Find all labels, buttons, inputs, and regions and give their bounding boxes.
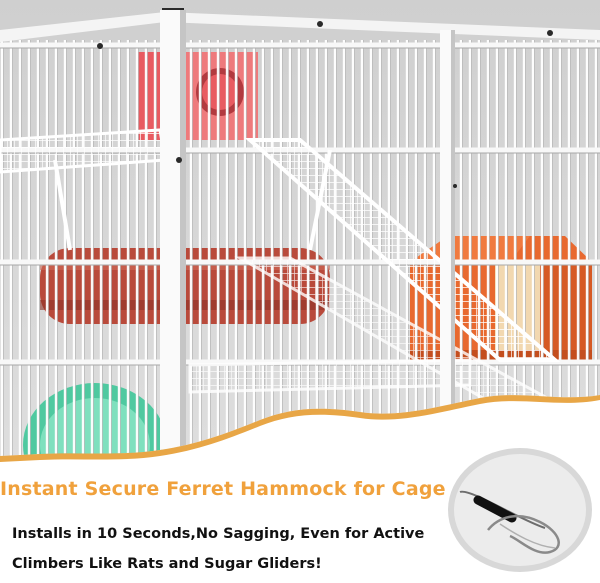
hook-clip-icon [459, 490, 560, 554]
wave-divider [0, 395, 600, 462]
shelf [0, 128, 472, 394]
cage-post [160, 10, 455, 456]
hook-clip-inset [448, 448, 592, 572]
ramp [234, 138, 561, 407]
subtext-line-2: Climbers Like Rats and Sugar Gliders! [12, 556, 322, 572]
subtext-line-1: Installs in 10 Seconds,No Sagging, Even … [12, 526, 425, 542]
headline: Instant Secure Ferret Hammock for Cage [0, 478, 446, 500]
cage-photo [0, 0, 600, 456]
